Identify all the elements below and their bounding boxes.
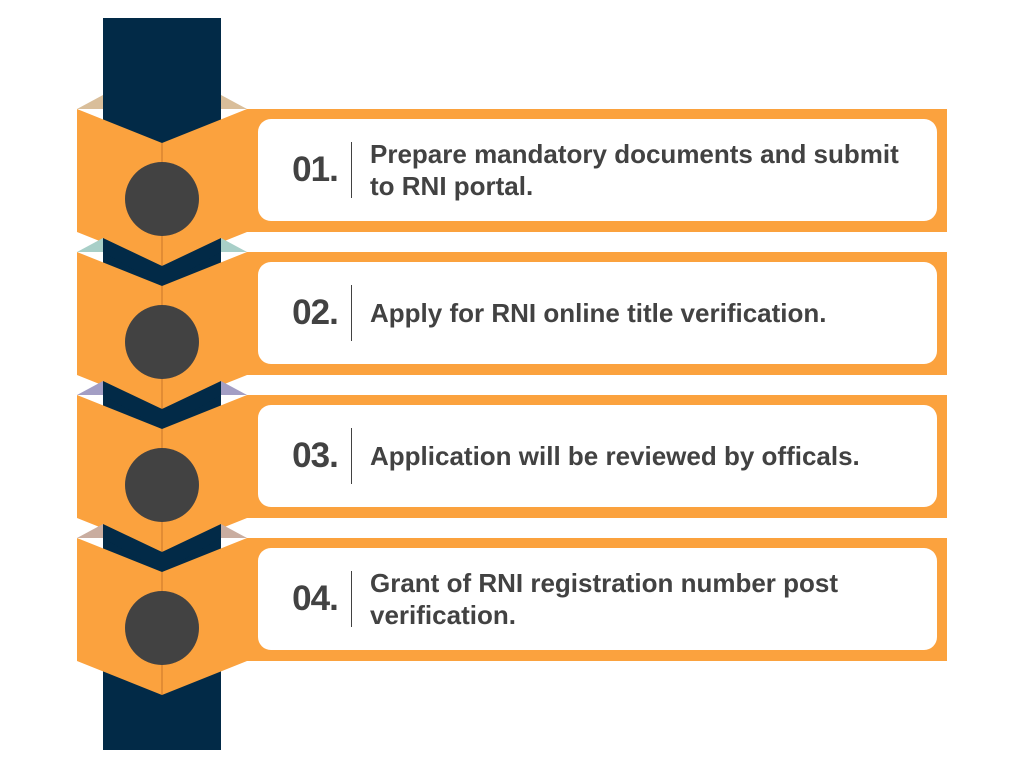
step-2-card: 02. Apply for RNI online title verificat… xyxy=(258,262,937,364)
step-1-circle-icon xyxy=(125,162,199,236)
step-2-divider xyxy=(351,285,352,341)
step-1-divider xyxy=(351,142,352,198)
step-4-card: 04. Grant of RNI registration number pos… xyxy=(258,548,937,650)
step-1-number: 01. xyxy=(292,150,339,189)
step-2-number: 02. xyxy=(292,293,339,332)
step-3-hexagon xyxy=(77,381,247,552)
step-4-circle-icon xyxy=(125,591,199,665)
step-2-text: Apply for RNI online title verification. xyxy=(370,298,827,328)
step-3-card: 03. Application will be reviewed by offi… xyxy=(258,405,937,507)
step-3-circle-icon xyxy=(125,448,199,522)
step-2-circle-icon xyxy=(125,305,199,379)
step-4-divider xyxy=(351,571,352,627)
step-2-hexagon xyxy=(77,238,247,409)
step-3-divider xyxy=(351,428,352,484)
step-3-text: Application will be reviewed by officals… xyxy=(370,441,860,471)
step-4-text: Grant of RNI registration number post ve… xyxy=(370,568,839,630)
step-3-number: 03. xyxy=(292,436,339,475)
step-1-band: 01. Prepare mandatory documents and subm… xyxy=(247,109,947,232)
step-4-number: 04. xyxy=(292,579,339,618)
step-3-band: 03. Application will be reviewed by offi… xyxy=(247,395,947,518)
step-1-card: 01. Prepare mandatory documents and subm… xyxy=(258,119,937,221)
step-4-band: 04. Grant of RNI registration number pos… xyxy=(247,538,947,661)
step-2-band: 02. Apply for RNI online title verificat… xyxy=(247,252,947,375)
step-1-hexagon xyxy=(77,95,247,266)
step-1-text: Prepare mandatory documents and submit t… xyxy=(370,139,899,201)
step-4-hexagon xyxy=(77,524,247,695)
